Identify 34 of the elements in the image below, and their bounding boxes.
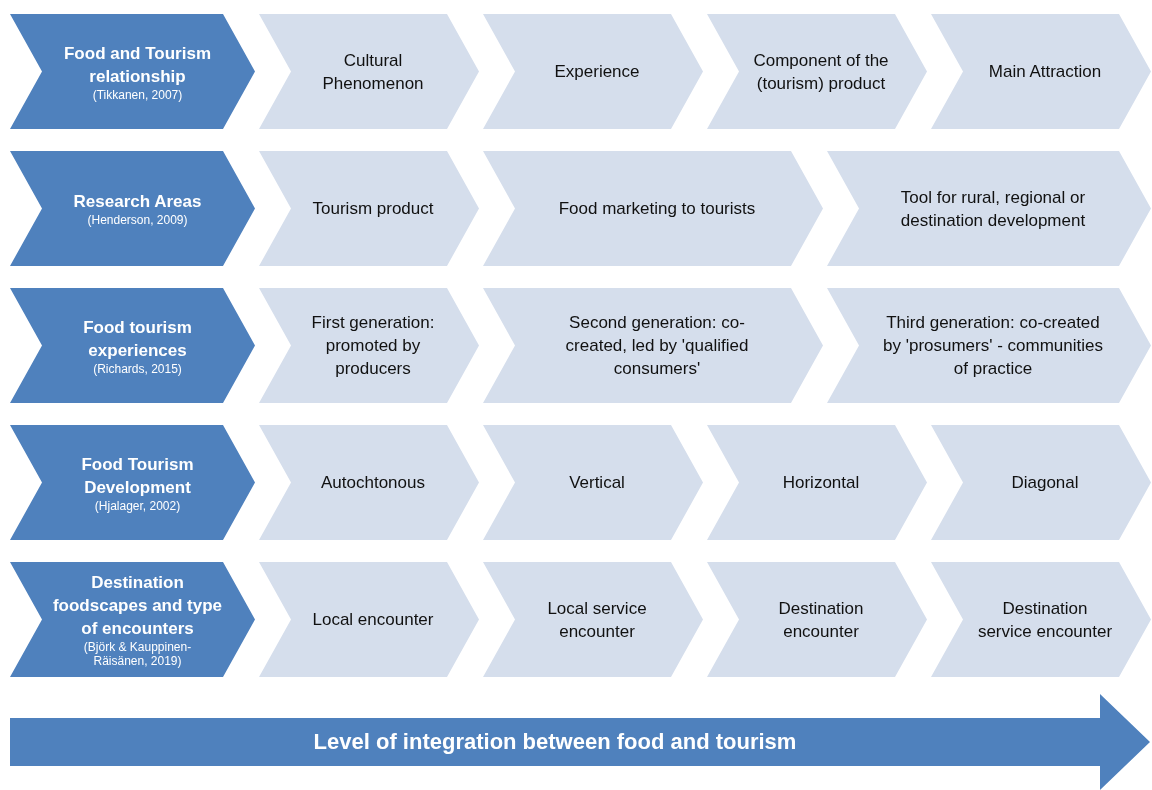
- stage-panel: [931, 562, 1151, 677]
- heading-text: Research Areas: [73, 191, 202, 213]
- stage-panel: [827, 151, 1151, 266]
- heading-text: Food Tourism Development: [80, 453, 195, 499]
- step-text: Autochtonous: [321, 472, 425, 494]
- citation-text: (Hjalager, 2002): [94, 498, 181, 513]
- step-text: Tool for rural, regional or destination development: [899, 186, 1087, 232]
- step-text: Local service encounter: [546, 597, 648, 643]
- stage-panel: [931, 425, 1151, 540]
- step-text: Destination encounter: [777, 597, 865, 643]
- citation-text: (Tikkanen, 2007): [92, 87, 183, 102]
- step-text: Component of the (tourism) product: [752, 49, 890, 95]
- step-text: Destination service encounter: [976, 597, 1114, 643]
- step-text: Food marketing to tourists: [558, 198, 756, 220]
- step-text: Second generation: co-created, led by 'qualified consumers': [564, 312, 750, 380]
- citation-text: (Richards, 2015): [93, 361, 182, 376]
- step-text: Local encounter: [312, 609, 434, 631]
- step-text: Third generation: co-created by 'prosumers' - communities of practice: [882, 312, 1104, 380]
- citation-text: (Henderson, 2009): [87, 213, 188, 227]
- step-text: Cultural Phenomenon: [321, 49, 425, 95]
- heading-text: Food and Tourism relationship: [63, 42, 212, 88]
- heading-text: Food tourism experiences: [82, 316, 193, 362]
- step-text: Main Attraction: [988, 61, 1102, 83]
- heading-text: Destination foodscapes and type of encounters: [52, 572, 223, 640]
- step-text: Diagonal: [1011, 472, 1079, 494]
- arrow-label: Level of integration between food and tourism: [313, 729, 797, 755]
- step-text: First generation: promoted by producers: [310, 312, 436, 380]
- stage-panel: [931, 14, 1151, 129]
- citation-text: (Björk & Kauppinen-Räisänen, 2019): [82, 640, 193, 668]
- step-text: Tourism product: [312, 198, 434, 220]
- step-text: Experience: [554, 61, 640, 83]
- stage-panel: [827, 288, 1151, 403]
- step-text: Horizontal: [782, 472, 860, 494]
- step-text: Vertical: [569, 472, 625, 494]
